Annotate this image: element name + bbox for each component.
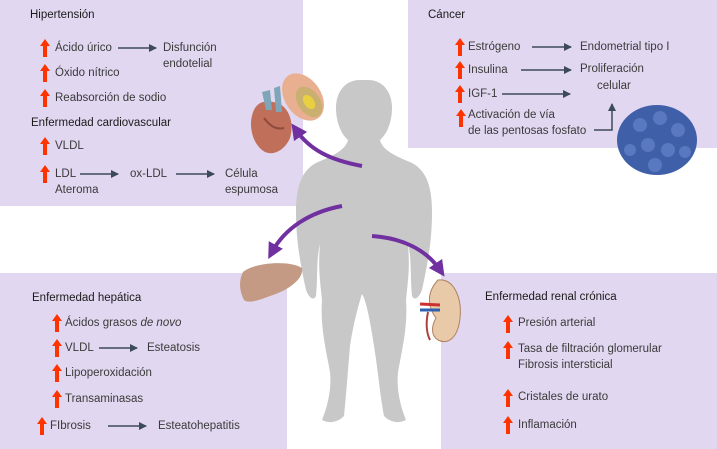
blood-pressure: Presión arterial — [518, 317, 596, 329]
renal-title: Enfermedad renal crónica — [485, 291, 617, 303]
gfr: Tasa de filtración glomerular — [518, 343, 662, 355]
lipoperoxidation: Lipoperoxidación — [65, 367, 152, 379]
arrow-to-heart — [291, 123, 363, 168]
flow-arrow — [594, 103, 616, 131]
renal-panel — [441, 273, 717, 449]
endothelial-dysfunction-2: endotelial — [163, 58, 213, 70]
arrow-to-liver — [268, 204, 343, 260]
cv-ateroma: Ateroma — [55, 184, 99, 196]
sodium-reabsorption: Reabsorción de sodio — [55, 92, 167, 104]
transaminases: Transaminasas — [65, 393, 144, 405]
cv-vldl: VLDL — [55, 140, 84, 152]
cv-ldl: LDL — [55, 168, 77, 180]
increase-arrow-icon — [40, 165, 50, 183]
increase-arrow-icon — [503, 416, 513, 434]
increase-arrow-icon — [503, 341, 513, 359]
cancer-title: Cáncer — [428, 9, 466, 21]
estrogen: Estrógeno — [468, 41, 521, 53]
endothelial-dysfunction-1: Disfunción — [163, 42, 217, 54]
hep-fibrosis: FIbrosis — [50, 420, 91, 432]
insulin: Insulina — [468, 64, 508, 76]
kidney-icon — [419, 279, 461, 342]
increase-arrow-icon — [40, 137, 50, 155]
steatohepatitis: Esteatohepatitis — [158, 420, 240, 432]
increase-arrow-icon — [503, 315, 513, 333]
hypertension-title: Hipertensión — [30, 9, 95, 21]
nitric-oxide: Óxido nítrico — [55, 67, 120, 79]
hepatic-panel — [0, 273, 287, 449]
steatosis: Esteatosis — [147, 342, 201, 354]
increase-arrow-icon — [503, 389, 513, 407]
increase-arrow-icon — [40, 89, 50, 107]
arrow-to-kidney — [371, 234, 445, 277]
hypertension-panel — [0, 0, 303, 206]
increase-arrow-icon — [52, 364, 62, 382]
increase-arrow-icon — [52, 390, 62, 408]
heart-icon — [250, 86, 292, 154]
increase-arrow-icon — [455, 85, 465, 103]
endometrial: Endometrial tipo I — [580, 41, 670, 53]
increase-arrow-icon — [456, 109, 466, 127]
increase-arrow-icon — [455, 38, 465, 56]
pentose-1: Activación de vía — [468, 109, 555, 121]
pentose-2: de las pentosas fosfato — [468, 125, 587, 137]
liver-icon — [240, 263, 303, 302]
artery-icon — [282, 73, 324, 121]
interstitial-fibrosis: Fibrosis intersticial — [518, 359, 613, 371]
hepatic-title: Enfermedad hepática — [32, 292, 142, 304]
inflammation: Inflamación — [518, 419, 577, 431]
increase-arrow-icon — [455, 61, 465, 79]
increase-arrow-icon — [37, 417, 47, 435]
increase-arrow-icon — [40, 64, 50, 82]
increase-arrow-icon — [40, 39, 50, 57]
hep-vldl: VLDL — [65, 342, 94, 354]
proliferation-2: celular — [597, 80, 631, 92]
foam-cell-2: espumosa — [225, 184, 279, 196]
increase-arrow-icon — [52, 314, 62, 332]
proliferation-1: Proliferación — [580, 63, 644, 75]
increase-arrow-icon — [52, 339, 62, 357]
cardiovascular-title: Enfermedad cardiovascular — [31, 117, 171, 129]
uric-acid: Ácido úrico — [55, 42, 112, 54]
fatty-acids: Ácidos grasos de novo — [65, 317, 182, 329]
foam-cell-1: Célula — [225, 168, 258, 180]
urate-crystals: Cristales de urato — [518, 391, 609, 403]
cv-oxldl: ox-LDL — [130, 168, 168, 180]
tumor-cells-icon — [617, 105, 697, 175]
igf1: IGF-1 — [468, 88, 498, 100]
